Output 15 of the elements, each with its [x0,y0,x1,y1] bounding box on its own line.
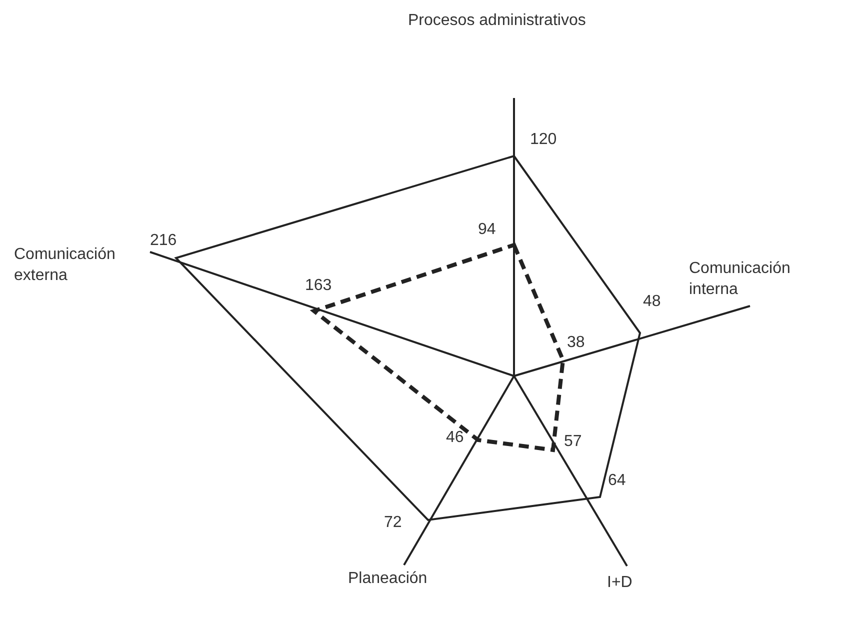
value-label: 72 [384,513,402,533]
axis-label: I+D [607,573,632,593]
axis-label: Comunicación interna [689,259,792,300]
value-label: 163 [305,276,332,296]
axis-label: Procesos administrativos [408,11,586,31]
value-label: 38 [567,333,585,353]
value-label: 216 [150,231,177,251]
value-label: 48 [643,292,661,312]
value-label: 46 [446,428,464,448]
value-label: 64 [608,471,626,491]
axis-label: Comunicación externa [14,245,116,286]
value-label: 57 [564,432,582,452]
value-label: 94 [478,220,496,240]
value-label: 120 [530,130,557,150]
axis-label: Planeación [348,569,428,589]
